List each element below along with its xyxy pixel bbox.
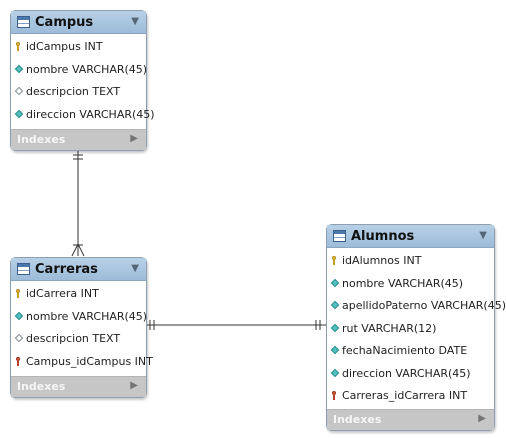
filled-diamond-icon: [330, 323, 340, 332]
column-row[interactable]: nombre VARCHAR(45): [11, 59, 148, 82]
indexes-label: Indexes: [17, 380, 66, 393]
collapse-triangle-icon[interactable]: ▼: [479, 230, 487, 241]
table-alumnos-columns: idAlumnos INT nombre VARCHAR(45) apellid…: [327, 248, 506, 408]
table-alumnos-header[interactable]: Alumnos ▼: [327, 225, 494, 248]
column-row[interactable]: idCarrera INT: [11, 283, 146, 306]
hollow-diamond-icon: [14, 86, 24, 96]
column-label: nombre VARCHAR(45): [26, 309, 148, 323]
crowfoot-carreras-right: [77, 243, 85, 257]
expand-arrow-icon[interactable]: ▶: [478, 413, 486, 424]
column-label: idCarrera INT: [26, 287, 99, 300]
column-label: descripcion TEXT: [26, 332, 121, 345]
table-carreras[interactable]: Carreras ▼ idCarrera INT nombre VARCHAR(…: [10, 257, 153, 398]
column-row[interactable]: Campus_idCampus INT: [11, 351, 153, 374]
column-label: Campus_idCampus INT: [26, 354, 153, 368]
column-row[interactable]: descripcion TEXT: [11, 328, 146, 351]
column-row[interactable]: direccion VARCHAR(45): [11, 104, 155, 127]
indexes-section[interactable]: Indexes ▶: [11, 376, 146, 397]
column-label: apellidoPaterno VARCHAR(45): [342, 299, 506, 312]
table-icon: [17, 263, 30, 275]
column-label: Carreras_idCarrera INT: [342, 389, 468, 402]
column-row[interactable]: direccion VARCHAR(45): [327, 363, 494, 386]
expand-arrow-icon[interactable]: ▶: [130, 133, 138, 144]
column-label: descripcion TEXT: [26, 85, 121, 98]
red-key-icon: [332, 391, 336, 400]
column-label: fechaNacimiento DATE: [342, 344, 468, 357]
table-campus-header[interactable]: Campus ▼: [11, 11, 146, 34]
table-icon: [333, 230, 346, 242]
column-row[interactable]: nombre VARCHAR(45): [11, 306, 148, 329]
key-icon: [16, 289, 20, 298]
column-label: idAlumnos INT: [342, 254, 422, 267]
table-carreras-columns: idCarrera INT nombre VARCHAR(45) descrip…: [11, 281, 153, 374]
column-row[interactable]: Carreras_idCarrera INT: [327, 385, 494, 408]
red-key-icon: [16, 356, 20, 366]
column-row[interactable]: idAlumnos INT: [327, 250, 494, 273]
column-label: rut VARCHAR(12): [342, 321, 437, 335]
table-icon: [17, 16, 30, 28]
column-row[interactable]: rut VARCHAR(12): [327, 318, 494, 341]
indexes-section[interactable]: Indexes ▶: [11, 129, 146, 150]
key-icon: [16, 42, 20, 51]
hollow-diamond-icon: [14, 333, 24, 343]
filled-diamond-icon: [14, 311, 24, 320]
table-campus-title: Campus: [35, 15, 94, 30]
expand-arrow-icon[interactable]: ▶: [130, 380, 138, 391]
column-row[interactable]: descripcion TEXT: [11, 81, 146, 104]
column-row[interactable]: apellidoPaterno VARCHAR(45): [327, 295, 506, 318]
column-row[interactable]: fechaNacimiento DATE: [327, 340, 494, 363]
collapse-triangle-icon[interactable]: ▼: [131, 16, 139, 27]
table-carreras-header[interactable]: Carreras ▼: [11, 258, 146, 281]
key-icon: [332, 256, 336, 265]
filled-diamond-icon: [330, 368, 340, 377]
crowfoot-carreras-left: [71, 243, 79, 257]
column-row[interactable]: idCampus INT: [11, 36, 146, 59]
filled-diamond-icon: [330, 278, 340, 287]
table-campus[interactable]: Campus ▼ idCampus INT nombre VARCHAR(45)…: [10, 10, 155, 151]
filled-diamond-icon: [330, 345, 340, 355]
table-alumnos-title: Alumnos: [351, 229, 415, 244]
indexes-label: Indexes: [17, 133, 66, 146]
column-label: direccion VARCHAR(45): [342, 366, 471, 380]
column-label: direccion VARCHAR(45): [26, 107, 155, 121]
column-label: nombre VARCHAR(45): [342, 276, 464, 290]
table-campus-columns: idCampus INT nombre VARCHAR(45) descripc…: [11, 34, 155, 127]
collapse-triangle-icon[interactable]: ▼: [131, 263, 139, 274]
indexes-section[interactable]: Indexes ▶: [327, 409, 494, 430]
indexes-label: Indexes: [333, 413, 382, 426]
column-label: idCampus INT: [26, 40, 103, 53]
table-alumnos[interactable]: Alumnos ▼ idAlumnos INT nombre VARCHAR(4…: [326, 224, 506, 431]
column-row[interactable]: nombre VARCHAR(45): [327, 273, 494, 296]
filled-diamond-icon: [330, 300, 340, 310]
filled-diamond-icon: [14, 64, 24, 73]
table-carreras-title: Carreras: [35, 262, 98, 277]
column-label: nombre VARCHAR(45): [26, 62, 148, 76]
filled-diamond-icon: [14, 109, 24, 118]
